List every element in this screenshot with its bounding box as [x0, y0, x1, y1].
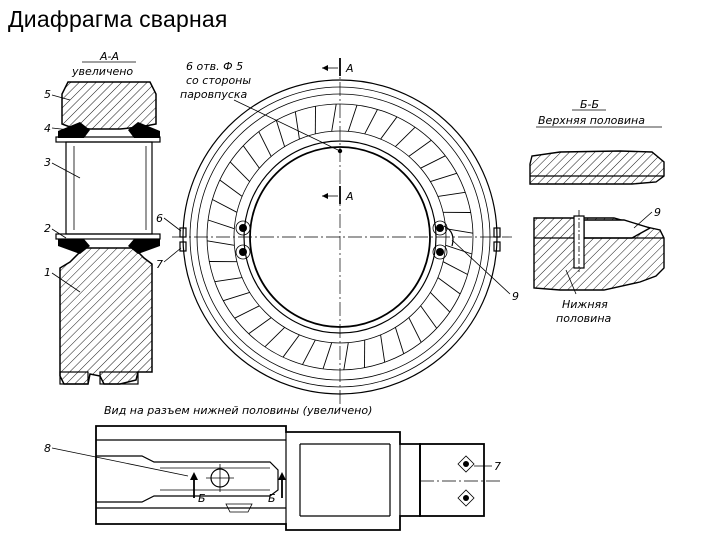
- blade-partition: [248, 317, 272, 335]
- holes-note-line3: паровпуска: [180, 88, 248, 101]
- part-1-body: [59, 247, 153, 385]
- section-aa-label: А-А: [99, 50, 119, 63]
- hole-right-lower: [436, 248, 444, 256]
- cut-b-left: Б: [198, 492, 206, 505]
- blade-partition: [214, 277, 243, 283]
- blade-partition: [420, 155, 446, 169]
- key-9-front: [443, 225, 454, 247]
- blade-partitions: [207, 104, 473, 370]
- section-bb-view: Б-Б Верхняя половина 9 Нижняя половина: [529, 98, 665, 325]
- callout-2: 2: [44, 222, 51, 235]
- lug-left-upper: [179, 227, 187, 238]
- blade-partition: [395, 126, 416, 147]
- split-view-label: Вид на разъем нижней половины (увеличено…: [104, 404, 372, 417]
- blade-partition: [364, 109, 378, 135]
- lower-half-label-line1: Нижняя: [562, 298, 608, 311]
- blade-partition: [219, 179, 243, 197]
- blade-ring-outer: [206, 103, 474, 371]
- blade-partition: [275, 120, 286, 147]
- callout-8: 8: [44, 442, 51, 455]
- callout-6: 6: [156, 212, 163, 225]
- page-title: Диафрагма сварная: [8, 6, 228, 32]
- blade-partition: [234, 305, 260, 319]
- blade-partition: [408, 139, 432, 157]
- bore-outer: [243, 140, 437, 334]
- blade-partition: [347, 104, 358, 132]
- section-aa-scale-label: увеличено: [71, 65, 133, 78]
- blade-ring-inner: [233, 130, 447, 344]
- holes-note-line2: со стороны: [186, 74, 251, 87]
- callout-7: 7: [156, 258, 163, 271]
- hole-right-upper: [436, 224, 444, 232]
- blade-partition: [380, 334, 386, 363]
- blade-partition: [212, 199, 238, 213]
- blade-partition: [331, 104, 337, 132]
- lower-half-label-line2: половина: [556, 312, 612, 325]
- blade-partition: [394, 327, 405, 354]
- blade-partition: [437, 191, 466, 197]
- lug-right-upper: [493, 227, 501, 238]
- front-view-ring: А А 6 отв. Ф 5 со стороны паровпус: [156, 58, 519, 408]
- blade-partition: [408, 317, 422, 343]
- blade-partition: [430, 172, 457, 183]
- blade-partition: [380, 116, 398, 140]
- lug-right-lower: [493, 241, 501, 252]
- callout-3: 3: [44, 156, 51, 169]
- blade-partition: [437, 277, 461, 295]
- cut-a-top: А: [345, 62, 354, 75]
- lug-left-lower: [179, 241, 187, 252]
- blade-partition: [322, 342, 333, 370]
- band-lower: [55, 233, 161, 240]
- hole-left-lower: [239, 248, 247, 256]
- upper-half-label: Верхняя половина: [538, 114, 645, 127]
- lug-plate-7: [419, 443, 485, 517]
- part-4-weld: [58, 122, 160, 138]
- blade-partition: [229, 161, 250, 182]
- blade-partition: [223, 291, 250, 302]
- blade-partition: [343, 342, 349, 370]
- blade-partition: [294, 111, 300, 140]
- callout-7-split: 7: [494, 460, 501, 473]
- blade-partition: [242, 145, 260, 169]
- bore-inner: [249, 146, 431, 328]
- callout-4: 4: [44, 122, 51, 135]
- blade-partition: [258, 131, 272, 157]
- part-3-blade: [65, 141, 153, 235]
- callout-9-bb: 9: [654, 206, 661, 219]
- blade-partition: [430, 292, 451, 313]
- part-5-outer-segment: [61, 81, 157, 130]
- section-aa-view: А-А увеличено 5 4 3 2 1: [44, 50, 161, 385]
- callout-5: 5: [44, 88, 51, 101]
- blade-partition: [302, 339, 316, 365]
- cut-a-bottom: А: [345, 190, 354, 203]
- split-view-outline: [95, 425, 421, 531]
- split-plane-view: Вид на разъем нижней половины (увеличено…: [44, 404, 501, 531]
- blade-partition: [442, 261, 468, 275]
- callout-9: 9: [512, 290, 519, 303]
- blade-partition: [282, 334, 300, 358]
- upper-half-profile: [529, 150, 665, 185]
- holes-note-line1: 6 отв. Ф 5: [186, 60, 243, 73]
- blade-partition: [207, 219, 235, 230]
- cut-b-right: Б: [268, 492, 276, 505]
- section-bb-label: Б-Б: [580, 98, 599, 111]
- blade-partition: [207, 240, 235, 246]
- blade-partition: [420, 305, 438, 329]
- blade-partition: [445, 244, 473, 255]
- blade-partition: [445, 228, 473, 234]
- blade-partition: [264, 327, 285, 348]
- hole-left-upper: [239, 224, 247, 232]
- callout-1: 1: [44, 266, 51, 279]
